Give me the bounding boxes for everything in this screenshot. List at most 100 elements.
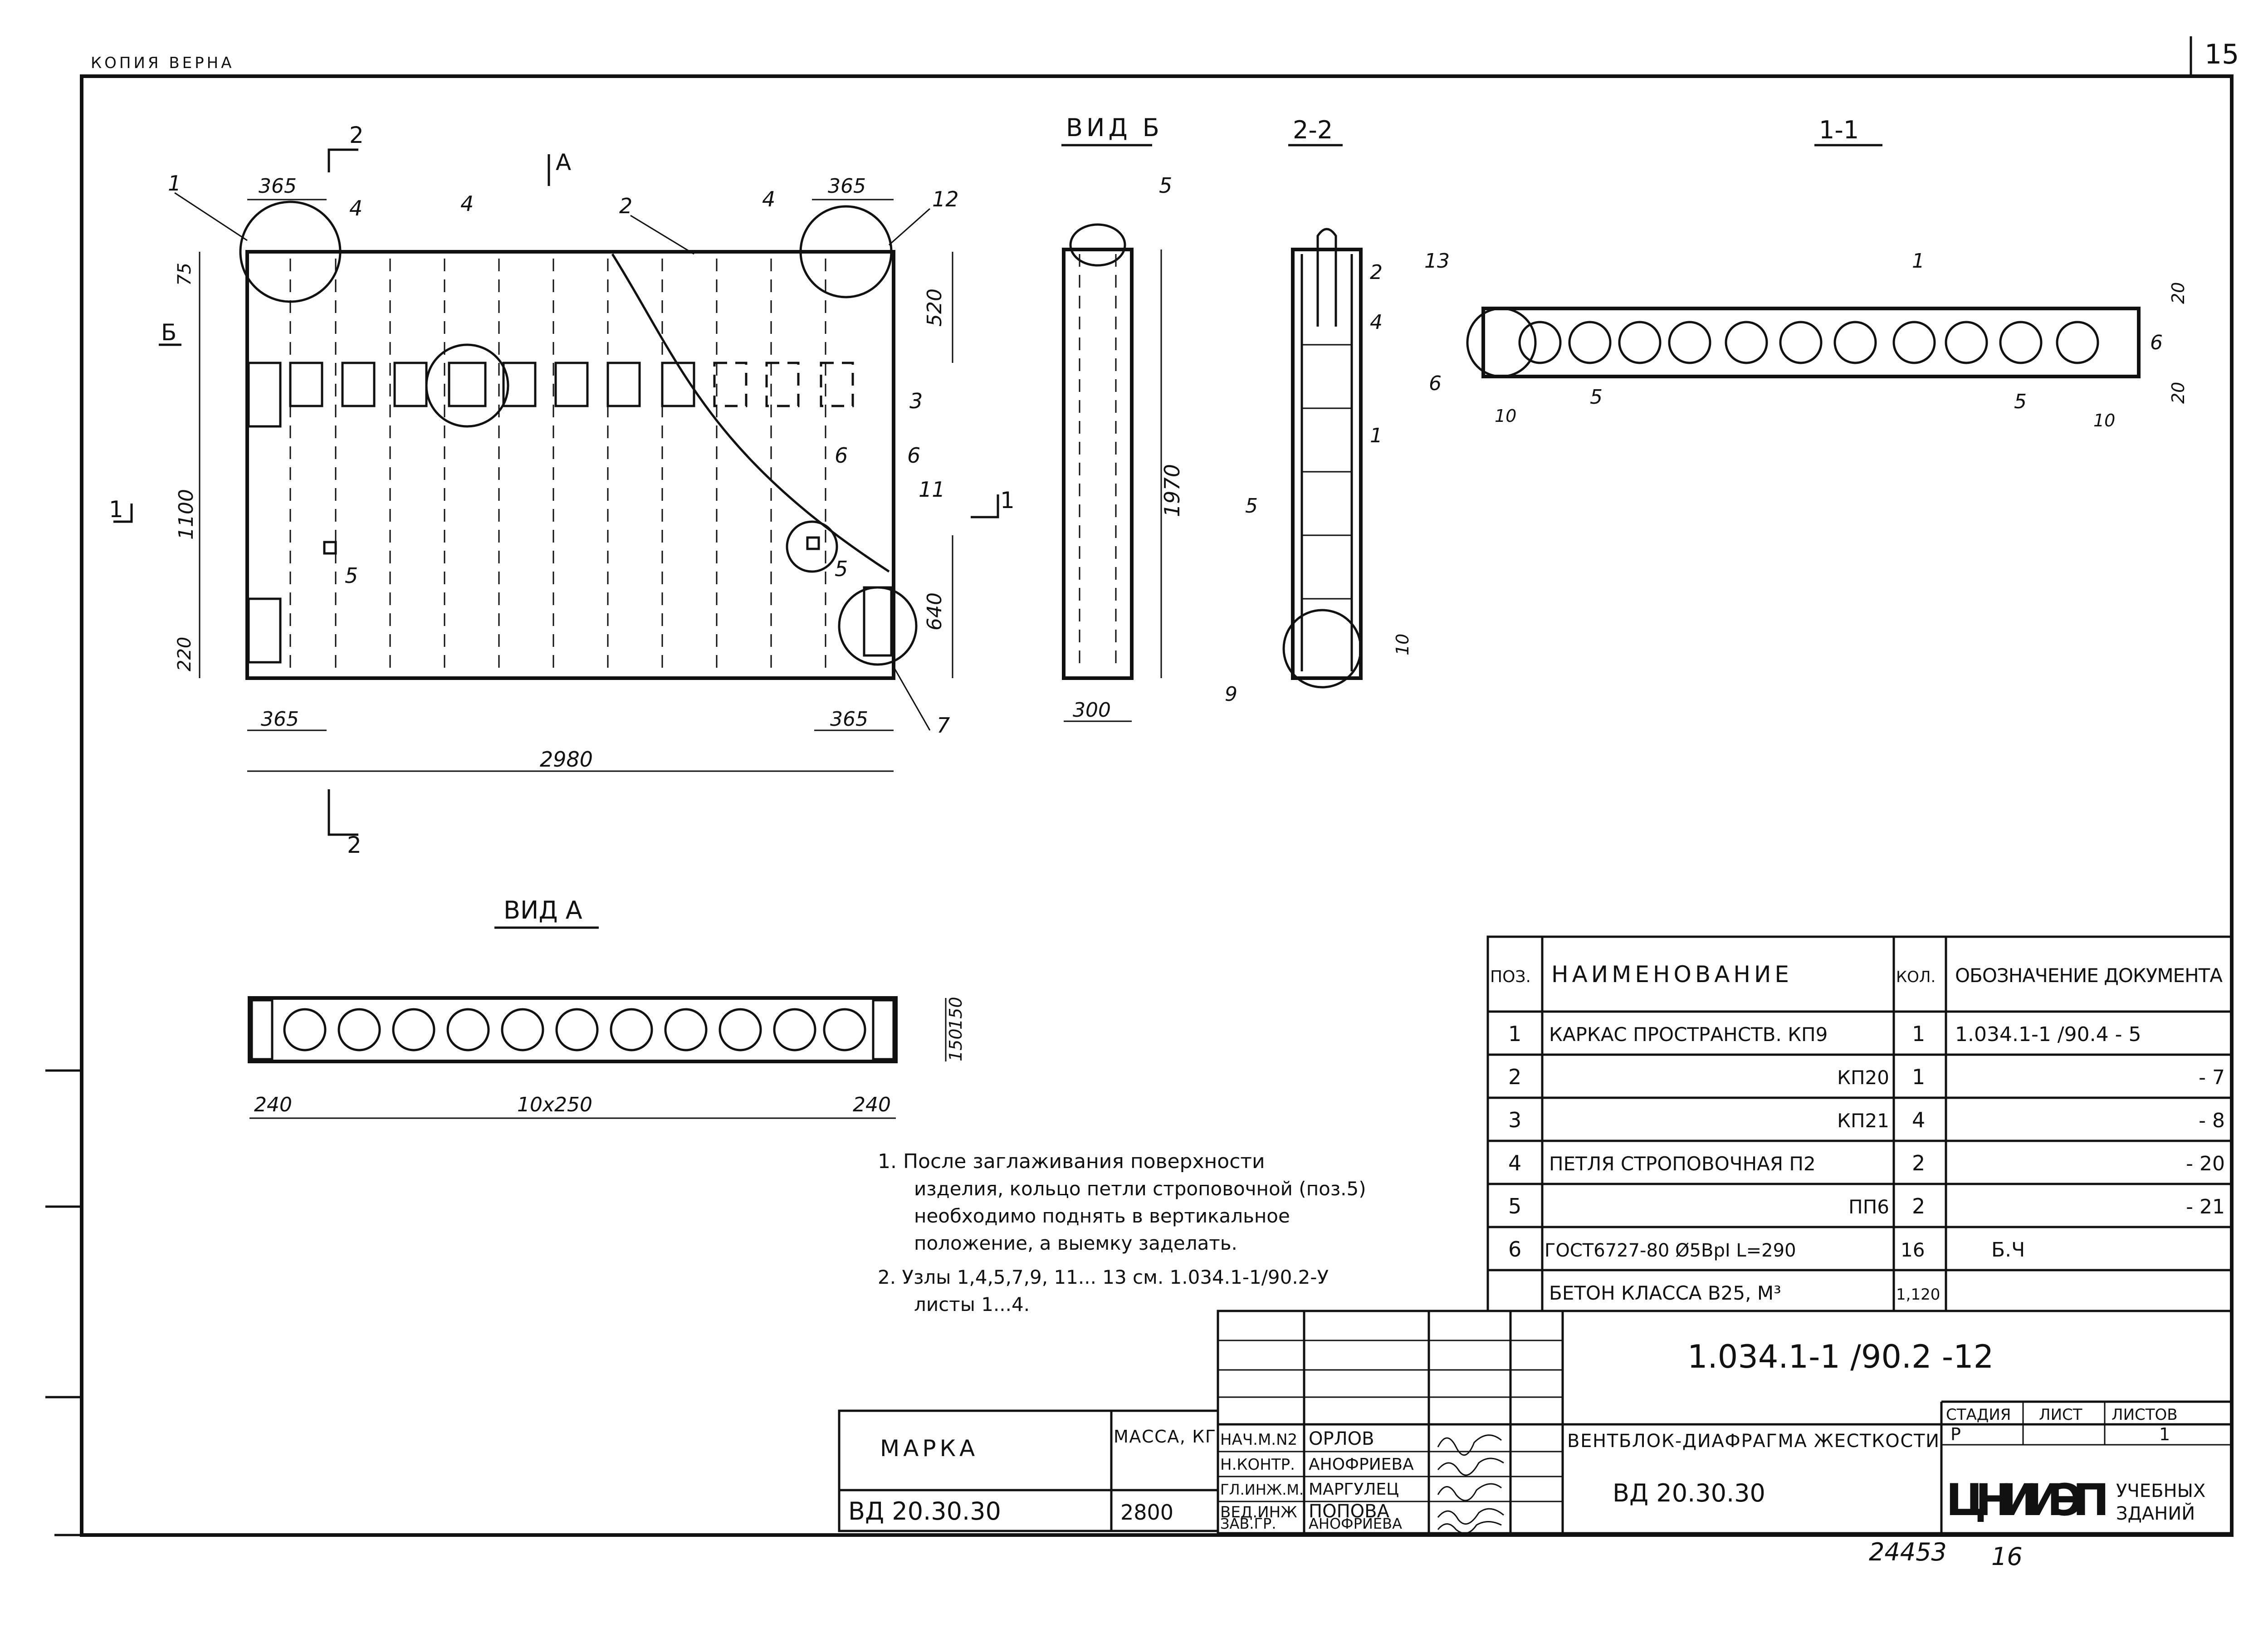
view-b: ВИД Б 1970 300 5 [1061, 113, 1184, 722]
callout-number: 6 [1429, 372, 1442, 395]
dim-label: 20 [2168, 282, 2188, 304]
callout-number: 2 [1370, 261, 1383, 284]
tb-stage-label: СТАДИЯ [1946, 1406, 2011, 1424]
spec-header-name: НАИМЕНОВАНИЕ [1551, 961, 1793, 988]
tb-role: ГЛ.ИНЖ.М. [1220, 1481, 1304, 1498]
tb-sheets: 1 [2159, 1424, 2170, 1444]
tb-designation: 1.034.1-1 /90.2 -12 [1687, 1338, 1994, 1375]
detail-circle [1282, 609, 1362, 689]
loop-marker [323, 541, 337, 555]
vent-hole [392, 1008, 435, 1051]
tb-name: АНОФРИЕВА [1309, 1455, 1414, 1474]
spec-cell: КАРКАС ПРОСТРАНСТВ. КП9 [1549, 1023, 1828, 1046]
lift-recess [872, 999, 895, 1061]
vent-hole [555, 1008, 599, 1051]
title-block-border [1217, 1310, 2233, 1535]
vent-hole [719, 1008, 762, 1051]
dim-label: 365 [830, 708, 868, 731]
spec-cell: - 7 [2199, 1066, 2225, 1089]
section-label: 1 [109, 496, 123, 523]
dim-label: 520 [923, 289, 946, 327]
callout-number: 5 [2014, 390, 2027, 413]
mark-header: МАРКА [880, 1435, 978, 1462]
org-sub: УЧЕБНЫХ [2116, 1481, 2205, 1501]
detail-circle [838, 586, 918, 666]
dim-label: 10 [1495, 406, 1516, 426]
tb-role: ЗАВ.ГР. [1220, 1515, 1276, 1532]
spec-cell: 2 [1912, 1151, 1925, 1175]
spec-header-qty: КОЛ. [1896, 968, 1936, 986]
spec-cell: 1 [1508, 1022, 1521, 1046]
note-line: 1. После заглаживания поверхности [878, 1150, 1265, 1173]
callout-number: 7 [937, 713, 950, 738]
callout-number: 4 [460, 191, 474, 216]
spec-cell: 4 [1912, 1108, 1925, 1132]
callout-number: 5 [1245, 494, 1258, 518]
spec-cell: 1.034.1-1 /90.4 - 5 [1955, 1023, 2141, 1046]
spec-cell: 2 [1508, 1065, 1521, 1089]
callout-number: 5 [345, 563, 358, 588]
callout-number: 13 [1424, 249, 1450, 273]
view-b-title: ВИД Б [1066, 113, 1163, 142]
spec-cell: 6 [1508, 1237, 1521, 1262]
spec-cell: 1,120 [1896, 1286, 1940, 1304]
leader-line [174, 192, 248, 241]
vent-opening [765, 362, 800, 407]
tb-name: АНОФРИЕВА [1309, 1515, 1402, 1532]
spec-cell: - 8 [2199, 1109, 2225, 1132]
signature [1437, 1483, 1502, 1501]
lift-recess [250, 999, 274, 1061]
spec-cell: КП21 [1837, 1110, 1889, 1132]
dim-label: 20 [2168, 382, 2188, 404]
cutaway-curve [611, 253, 890, 573]
callout-number: 1 [1370, 424, 1383, 447]
section-outline [1291, 248, 1363, 680]
vent-opening [341, 362, 376, 407]
section-mark-1-left [113, 504, 133, 523]
view-a-title: ВИД А [503, 896, 582, 924]
dim-label: 240 [853, 1093, 891, 1116]
detail-circle [425, 343, 509, 428]
vent-hole [501, 1008, 544, 1051]
spec-cell: КП20 [1837, 1066, 1889, 1089]
vent-opening [606, 362, 641, 407]
callout-number: 6 [907, 443, 920, 468]
tb-role: ВЕД.ИНЖ [1220, 1503, 1297, 1521]
dim-label: 2980 [540, 747, 593, 772]
vent-opening [820, 362, 854, 407]
callout-number: 12 [932, 187, 959, 211]
lift-recess-top [247, 362, 282, 428]
tb-stage: Р [1950, 1424, 1961, 1444]
spec-cell: - 20 [2186, 1152, 2225, 1175]
drawing-frame [80, 74, 2234, 1537]
vent-hole [1833, 321, 1877, 364]
vent-openings [289, 362, 854, 407]
vent-opening [448, 362, 487, 407]
spec-cell: 4 [1508, 1151, 1521, 1175]
vent-holes [1518, 321, 2099, 364]
dim-label: 365 [259, 175, 297, 198]
vent-opening [661, 362, 695, 407]
section-label: 2 [349, 122, 364, 148]
callout-number: 1 [1912, 249, 1925, 273]
panel-outline [245, 250, 895, 680]
spec-cell: 1 [1912, 1065, 1925, 1089]
leader-line [630, 215, 694, 255]
callout-number: 9 [1225, 683, 1237, 706]
dim-label: 1100 [175, 489, 198, 540]
front-view: 365 365 365 365 2980 75 1100 220 520 640… [109, 122, 1015, 858]
copy-mark: КОПИЯ ВЕРНА [91, 54, 234, 72]
vent-hole [1999, 321, 2043, 364]
section-2-2: 2-2 2 4 1 5 9 10 [1225, 116, 1413, 706]
spec-cell: БЕТОН КЛАССА В25, М³ [1549, 1282, 1781, 1304]
mark-table: МАРКА МАССА, КГ ВД 20.30.30 2800 [838, 1409, 1219, 1532]
callout-number: 11 [919, 477, 945, 502]
vent-hole [823, 1008, 866, 1051]
dim-label: 75 [174, 263, 195, 286]
sheet-corner-number: 15 [2204, 39, 2239, 70]
vent-opening [393, 362, 428, 407]
section-label: 2 [347, 832, 362, 858]
spec-cell: 16 [1901, 1239, 1925, 1261]
vent-hole [1568, 321, 1612, 364]
